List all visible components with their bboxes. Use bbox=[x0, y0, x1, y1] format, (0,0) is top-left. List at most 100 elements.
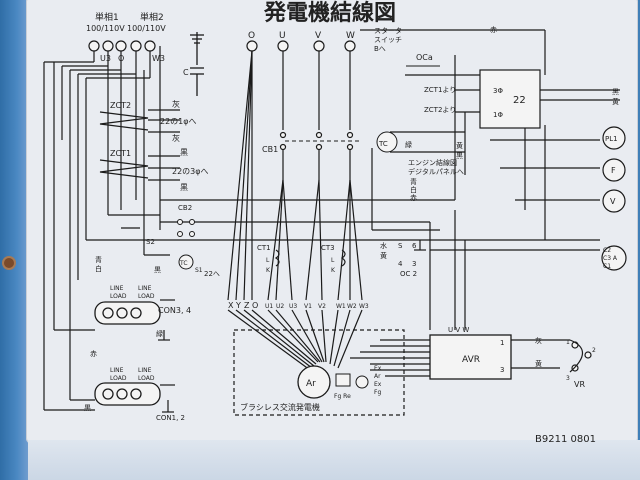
avr-terminal-3: 3 bbox=[500, 366, 504, 374]
label-gray-2: 灰 bbox=[172, 133, 180, 143]
ammeter-switch bbox=[601, 245, 627, 271]
f-label: F bbox=[611, 166, 616, 175]
label-blue-mid: 青 bbox=[410, 177, 417, 186]
single-phase-2-label: 単相2 bbox=[140, 11, 164, 23]
c2-label: C2 bbox=[603, 247, 611, 254]
label-black-bottom: 黒 bbox=[84, 404, 91, 412]
wiring-lines bbox=[43, 29, 620, 411]
to-22-label: 22へ bbox=[204, 270, 220, 278]
oc-4: 4 bbox=[398, 260, 403, 268]
con34-load-label-2: LOAD bbox=[138, 293, 155, 300]
avr-uvw-label: U V W bbox=[448, 326, 469, 334]
terminal-u3 bbox=[88, 40, 100, 52]
capacitor-label: C bbox=[183, 68, 189, 77]
ct1-l: L bbox=[266, 257, 270, 264]
panel-bottom-strip bbox=[28, 440, 640, 480]
oc-6: 6 bbox=[412, 242, 417, 250]
terminal-o1 bbox=[102, 40, 114, 52]
tc-coil bbox=[376, 131, 398, 153]
ct1-k: K bbox=[266, 267, 271, 274]
term-w2: W2 bbox=[347, 303, 357, 310]
label-yellow-right: 黄 bbox=[612, 97, 619, 106]
armature-label: Ar bbox=[306, 379, 316, 389]
terminal-w3 bbox=[144, 40, 156, 52]
cb1-label: CB1 bbox=[262, 145, 278, 154]
starter-switch-line3: Bへ bbox=[374, 45, 386, 53]
terminal-top-label-u: U bbox=[279, 31, 286, 41]
label-red-mid: 赤 bbox=[410, 194, 417, 202]
terminal-top-label-v: V bbox=[315, 31, 322, 41]
con12-load-label: LOAD bbox=[110, 375, 127, 382]
label-black-left: 黒 bbox=[154, 266, 161, 274]
label-water: 水 bbox=[380, 241, 387, 250]
generator-box bbox=[233, 329, 405, 416]
con12-load-label-2: LOAD bbox=[138, 375, 155, 382]
exciter bbox=[355, 375, 369, 389]
avr-box bbox=[429, 334, 512, 380]
tc-s1 bbox=[178, 254, 194, 270]
label-yellow-mid: 黄 bbox=[456, 141, 463, 150]
term-w3: W3 bbox=[359, 303, 369, 310]
terminal-top-o bbox=[246, 40, 258, 52]
vr-terminal-2: 2 bbox=[592, 347, 596, 354]
con34-label: CON3, 4 bbox=[158, 306, 191, 315]
con34-line-label-2: LINE bbox=[138, 285, 152, 292]
to-22-1-phase: 22の1φへ bbox=[160, 117, 197, 126]
label-yellow-avr: 黄 bbox=[535, 359, 542, 368]
pl1-label: PL1 bbox=[605, 135, 618, 143]
ground-capacitor bbox=[190, 32, 204, 96]
tc-label: TC bbox=[378, 140, 388, 148]
terminal-o3 bbox=[130, 40, 142, 52]
c1-label: C1 bbox=[603, 263, 611, 270]
vr-terminal-3: 3 bbox=[566, 375, 570, 382]
ex-label-3: Ex bbox=[374, 381, 382, 388]
terminal-label-u3: U3 bbox=[100, 54, 111, 63]
term-z: Z bbox=[244, 301, 250, 310]
label-blue-left: 青 bbox=[95, 255, 102, 264]
ct3-l: L bbox=[331, 257, 335, 264]
mounting-screw bbox=[4, 258, 14, 268]
cb2-label: CB2 bbox=[178, 204, 192, 212]
ct3-k: K bbox=[331, 267, 336, 274]
label-green-tc: 緑 bbox=[405, 140, 412, 149]
panel-frame-left bbox=[0, 0, 28, 480]
diagram-title: 発電機結線図 bbox=[263, 0, 396, 26]
oc-3: 3 bbox=[412, 260, 416, 268]
box-22 bbox=[479, 69, 541, 129]
generator-label: ブラシレス交流発電機 bbox=[240, 402, 320, 412]
phase-1-label: 1Φ bbox=[493, 111, 503, 119]
vr-label: VR bbox=[574, 380, 585, 389]
ct-coils bbox=[274, 249, 346, 267]
label-red-top: 赤 bbox=[490, 26, 497, 34]
term-w1: W1 bbox=[336, 303, 346, 310]
fg-re-label: Fg Re bbox=[334, 393, 351, 400]
terminal-top-v bbox=[313, 40, 325, 52]
term-u2: U2 bbox=[276, 303, 284, 310]
con34-line-label: LINE bbox=[110, 285, 124, 292]
engine-note-1: エンジン結線図 bbox=[408, 158, 457, 167]
label-black-mid: 黒 bbox=[456, 152, 463, 160]
to-22-3-phase: 22の3φへ bbox=[172, 167, 209, 176]
terminal-top-u bbox=[277, 40, 289, 52]
ct3-label: CT3 bbox=[321, 244, 335, 252]
term-u3: U3 bbox=[289, 303, 297, 310]
part-number: B9211 0801 bbox=[535, 434, 596, 445]
zct2-label: ZCT2 bbox=[110, 101, 131, 110]
terminal-top-w bbox=[344, 40, 356, 52]
con12-line-label-2: LINE bbox=[138, 367, 152, 374]
box-22-label: 22 bbox=[513, 95, 526, 106]
s1-label: S1 bbox=[195, 267, 203, 274]
voltage-1-label: 100/110V bbox=[86, 24, 125, 33]
label-black-1: 黒 bbox=[180, 148, 188, 157]
label-red-left: 赤 bbox=[90, 350, 97, 358]
terminal-top-label-w: W bbox=[346, 31, 355, 41]
ct1-label: CT1 bbox=[257, 244, 271, 252]
pl1-indicator bbox=[602, 126, 626, 150]
s2-label: S2 bbox=[146, 238, 155, 246]
label-black-2: 黒 bbox=[180, 183, 188, 192]
term-u1: U1 bbox=[265, 303, 273, 310]
label-black-right: 黒 bbox=[612, 88, 619, 96]
starter-switch-line2: スイッチ bbox=[374, 36, 402, 44]
voltage-2-label: 100/110V bbox=[127, 24, 166, 33]
